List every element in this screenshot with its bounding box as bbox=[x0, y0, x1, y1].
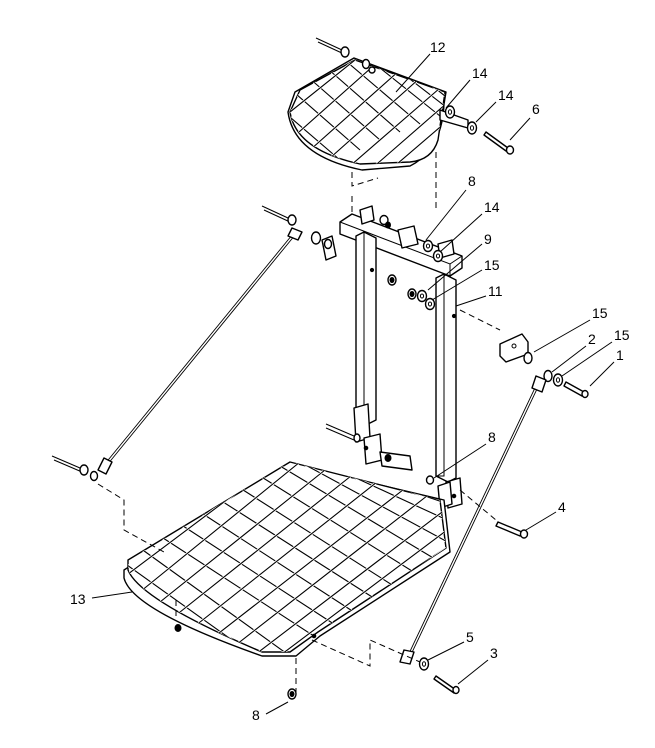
callout-8-top: 8 bbox=[468, 173, 476, 189]
callout-labels: 12 14 14 6 8 14 9 15 11 15 2 15 1 8 4 13… bbox=[70, 39, 630, 723]
callout-15-right: 15 bbox=[592, 305, 608, 321]
callout-15-far-right: 15 bbox=[614, 327, 630, 343]
callout-8-middle: 8 bbox=[488, 429, 496, 445]
leader-lines bbox=[91, 53, 615, 715]
top-washers-right bbox=[444, 105, 478, 135]
callout-4: 4 bbox=[558, 499, 566, 515]
callout-3: 3 bbox=[490, 645, 498, 661]
top-seat-mesh bbox=[290, 60, 445, 164]
top-bolt-left bbox=[315, 37, 371, 70]
callout-14-top-right: 14 bbox=[498, 87, 514, 103]
callout-8-bottom: 8 bbox=[252, 707, 260, 723]
frame-hardware bbox=[325, 214, 444, 485]
callout-14-top: 14 bbox=[472, 65, 488, 81]
left-cable-bracket bbox=[261, 205, 337, 261]
left-support-cable bbox=[51, 227, 303, 482]
callout-6: 6 bbox=[532, 101, 540, 117]
right-cable-bracket bbox=[499, 333, 589, 399]
frame-assembly bbox=[339, 205, 463, 509]
callout-14-frame: 14 bbox=[484, 199, 500, 215]
callout-13: 13 bbox=[70, 591, 86, 607]
top-seat-platform bbox=[287, 57, 469, 171]
callout-2: 2 bbox=[588, 331, 596, 347]
bolt-part-4 bbox=[495, 521, 529, 539]
right-support-cable bbox=[399, 375, 547, 695]
callout-9: 9 bbox=[484, 231, 492, 247]
callout-11: 11 bbox=[488, 283, 503, 299]
callout-12: 12 bbox=[430, 39, 446, 55]
callout-5: 5 bbox=[466, 629, 474, 645]
callout-15-frame: 15 bbox=[484, 257, 500, 273]
bottom-platform bbox=[123, 461, 451, 657]
bolt-part-6 bbox=[483, 131, 515, 155]
callout-1: 1 bbox=[616, 347, 624, 363]
